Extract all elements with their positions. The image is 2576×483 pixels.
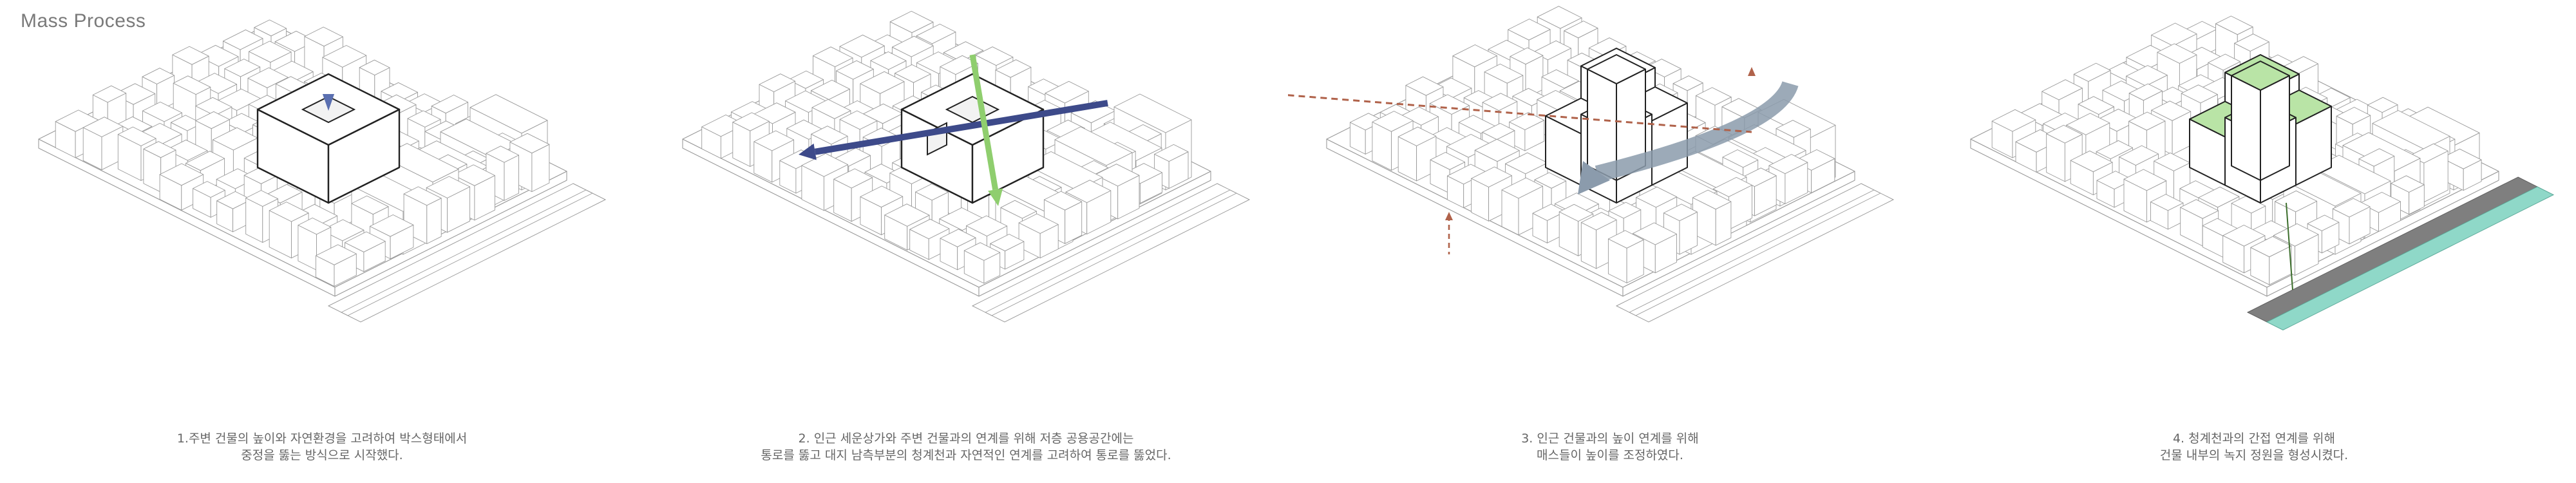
- site-diagram-3: [1288, 6, 1895, 323]
- garden-mass: [2231, 61, 2290, 181]
- height-dash-tall-head: [1748, 67, 1756, 76]
- street: [327, 183, 607, 323]
- street-median: [985, 189, 1237, 316]
- context-building: [1501, 177, 1544, 236]
- context-building: [1607, 230, 1644, 283]
- site-diagram-4: [1970, 15, 2555, 331]
- step-4-caption: 4. 청계천과의 간접 연계를 위해 건물 내부의 녹지 정원을 형성시켰다.: [1932, 430, 2576, 464]
- context-building: [82, 117, 124, 171]
- street-median: [1629, 189, 1881, 316]
- height-dash-low-head: [1445, 212, 1453, 220]
- passage-arrow-navy: [799, 100, 1108, 160]
- page-title: Mass Process: [21, 10, 146, 32]
- site-diagram-1: [38, 19, 607, 323]
- green-link-line: [2286, 202, 2293, 290]
- context-building: [193, 181, 225, 218]
- context-building: [1043, 191, 1083, 244]
- context-building: [963, 242, 1001, 284]
- step-2-panel: 2. 인근 세운상가와 주변 건물과의 연계를 위해 저층 공용공간에는 통로를…: [644, 0, 1288, 483]
- step-3-caption-line2: 매스들이 높이를 조정하였다.: [1537, 448, 1683, 462]
- step-1-caption: 1.주변 건물의 높이와 자연환경을 고려하여 박스형태에서 중정을 뚫는 방식…: [0, 430, 644, 464]
- context-building: [1692, 189, 1732, 246]
- step-3-panel: 3. 인근 건물과의 높이 연계를 위해 매스들이 높이를 조정하였다.: [1288, 0, 1932, 483]
- courtyard-arrow: [322, 94, 335, 111]
- step-1-panel: 1.주변 건물의 높이와 자연환경을 고려하여 박스형태에서 중정을 뚫는 방식…: [0, 0, 644, 483]
- step-2-caption-line1: 2. 인근 세운상가와 주변 건물과의 연계를 위해 저층 공용공간에는: [798, 431, 1134, 446]
- step-2-caption: 2. 인근 세운상가와 주변 건물과의 연계를 위해 저층 공용공간에는 통로를…: [644, 430, 1288, 464]
- context-building: [2222, 225, 2266, 274]
- context-building: [486, 146, 519, 201]
- site-diagram-2: [682, 10, 1251, 323]
- height-flow-arrow-head: [1578, 161, 1610, 194]
- step-4-panel: 4. 청계천과의 간접 연계를 위해 건물 내부의 녹지 정원을 형성시켰다.: [1932, 0, 2576, 483]
- step-4-caption-line1: 4. 청계천과의 간접 연계를 위해: [2172, 431, 2336, 446]
- step-1-caption-line1: 1.주변 건물의 높이와 자연환경을 고려하여 박스형태에서: [176, 431, 468, 446]
- step-3-caption: 3. 인근 건물과의 높이 연계를 위해 매스들이 높이를 조정하였다.: [1288, 430, 1932, 464]
- context-building: [2250, 236, 2292, 285]
- context-building: [315, 244, 357, 287]
- context-building: [1018, 213, 1059, 259]
- step-2-caption-line2: 통로를 뚫고 대지 남측부분의 청계천과 자연적인 연계를 고려하여 통로를 뚫…: [761, 448, 1171, 462]
- stream-strip: [2266, 186, 2555, 331]
- stepped-mass: [1587, 54, 1646, 181]
- street: [971, 183, 1251, 323]
- step-1-caption-line2: 중정을 뚫는 방식으로 시작했다.: [241, 448, 403, 462]
- height-flow-arrow: [1595, 80, 1799, 182]
- stream-arrow-green: [969, 54, 1003, 206]
- context-building: [2441, 148, 2482, 191]
- height-dash-tall: [1288, 94, 1752, 133]
- step-3-caption-line1: 3. 인근 건물과의 높이 연계를 위해: [1521, 431, 1699, 446]
- step-4-caption-line2: 건물 내부의 녹지 정원을 형성시켰다.: [2159, 448, 2349, 462]
- street-median: [341, 189, 593, 316]
- context-building: [2096, 171, 2134, 208]
- street: [1615, 183, 1895, 323]
- context-building: [2150, 194, 2184, 230]
